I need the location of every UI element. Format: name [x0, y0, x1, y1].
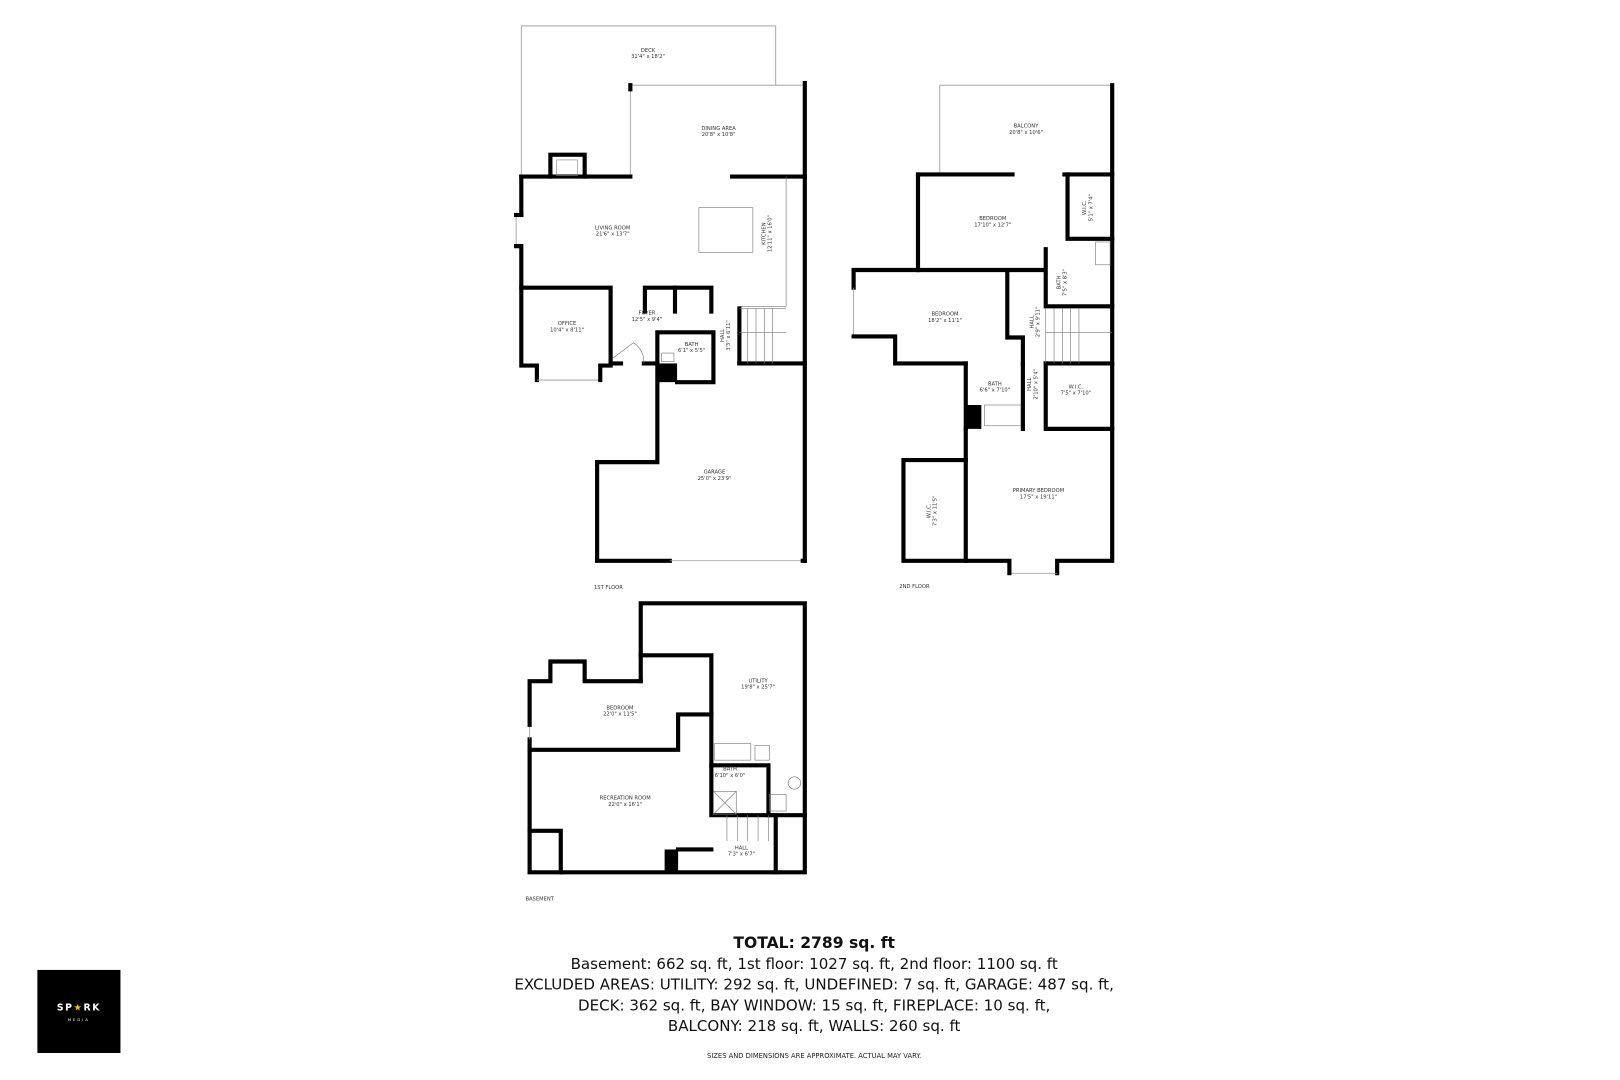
- room-dimensions: 22'0" x 16'1": [608, 802, 642, 808]
- room-dimensions: 7'5" x 8'3": [1063, 269, 1069, 296]
- room-label: W.I.C.7'3" x 11'5": [926, 496, 938, 527]
- room-name: UTILITY: [748, 678, 768, 684]
- room-label: W.I.C.5'1" x 7'4": [1082, 194, 1094, 221]
- room-name: BATH: [685, 342, 699, 348]
- room-dimensions: 6'1" x 5'5": [678, 348, 705, 354]
- basement-plan: [527, 601, 807, 875]
- room-name: RECREATION ROOM: [600, 796, 651, 802]
- area-summary: TOTAL: 2789 sq. ft Basement: 662 sq. ft,…: [514, 934, 1113, 1060]
- room-name: DINING AREA: [701, 126, 736, 132]
- room-dimensions: 17'5" x 19'11": [1020, 494, 1057, 500]
- room-dimensions: 2'9" x 9'11": [1036, 307, 1042, 337]
- room-name: HALL: [735, 845, 748, 851]
- room-name: DECK: [641, 48, 656, 54]
- summary-line: EXCLUDED AREAS: UTILITY: 292 sq. ft, UND…: [514, 976, 1113, 994]
- summary-line: Basement: 662 sq. ft, 1st floor: 1027 sq…: [571, 955, 1058, 973]
- room-dimensions: 2'10" x 5'4": [1033, 369, 1039, 400]
- kitchen-island: [698, 207, 754, 253]
- room-dimensions: 20'8" x 10'8": [702, 132, 736, 138]
- room-name: HALL: [1027, 378, 1033, 391]
- room-dimensions: 5'1" x 7'4": [1088, 194, 1094, 221]
- room-dimensions: 7'3" x 6'7": [728, 852, 755, 858]
- room-name: HALL: [720, 329, 726, 342]
- room-name: W.I.C.: [1069, 384, 1084, 390]
- room-name: W.I.C.: [1082, 200, 1088, 215]
- summary-line: DECK: 362 sq. ft, BAY WINDOW: 15 sq. ft,…: [578, 996, 1050, 1014]
- room-dimensions: 18'2" x 11'1": [928, 318, 962, 324]
- room-name: BEDROOM: [931, 312, 958, 318]
- room-dimensions: 20'8" x 10'6": [1009, 130, 1043, 136]
- room-label: W.I.C.7'5" x 7'10": [1061, 384, 1092, 396]
- room-name: BATH: [723, 767, 737, 773]
- room-name: BATH: [988, 381, 1002, 387]
- room-dimensions: 22'0" x 11'5": [603, 712, 637, 718]
- room-dimensions: 19'8" x 25'7": [741, 685, 775, 691]
- summary-line: BALCONY: 218 sq. ft, WALLS: 260 sq. ft: [668, 1017, 961, 1035]
- room-name: PRIMARY BEDROOM: [1013, 488, 1064, 494]
- room-dimensions: 7'5" x 7'10": [1061, 391, 1092, 397]
- svg-text:MEDIA: MEDIA: [68, 1018, 90, 1022]
- room-dimensions: 21'6" x 13'7": [596, 232, 630, 238]
- room-name: GARAGE: [704, 470, 726, 476]
- room-dimensions: 7'3" x 11'5": [933, 496, 939, 527]
- fireplace: [548, 152, 587, 179]
- basement-label: BASEMENT: [525, 896, 554, 902]
- room-dimensions: 31'4" x 18'2": [631, 54, 665, 60]
- spark-media-logo: SP★RK MEDIA: [37, 969, 121, 1053]
- room-name: BEDROOM: [979, 216, 1006, 222]
- room-dimensions: 17'10" x 12'7": [974, 222, 1011, 228]
- room-dimensions: 25'0" x 23'9": [698, 476, 732, 482]
- room-dimensions: 6'10" x 6'0": [715, 773, 746, 779]
- svg-text:SP★RK: SP★RK: [57, 1002, 101, 1013]
- first-floor-plan: [514, 25, 807, 563]
- room-dimensions: 12'11" x 16'0": [768, 215, 774, 252]
- room-name: KITCHEN: [761, 222, 767, 245]
- second-floor-label: 2ND FLOOR: [899, 584, 930, 590]
- room-name: LIVING ROOM: [595, 225, 630, 231]
- room-dimensions: 10'4" x 8'11": [550, 327, 584, 333]
- second-floor-plan: [851, 83, 1115, 576]
- room-name: BALCONY: [1014, 124, 1040, 130]
- room-name: OFFICE: [558, 321, 576, 327]
- room-name: BATH: [1056, 275, 1062, 289]
- room-dimensions: 3'3" x 6'11": [726, 320, 732, 350]
- room-name: FOYER: [639, 311, 656, 317]
- room-name: HALL: [1029, 315, 1035, 328]
- room-dimensions: 12'5" x 9'4": [632, 317, 663, 323]
- room-name: BEDROOM: [606, 705, 633, 711]
- room-dimensions: 6'6" x 7'10": [980, 387, 1011, 393]
- disclaimer: SIZES AND DIMENSIONS ARE APPROXIMATE. AC…: [707, 1052, 921, 1060]
- total-area: TOTAL: 2789 sq. ft: [733, 934, 895, 952]
- first-floor-label: 1ST FLOOR: [594, 585, 623, 591]
- room-name: W.I.C.: [926, 503, 932, 518]
